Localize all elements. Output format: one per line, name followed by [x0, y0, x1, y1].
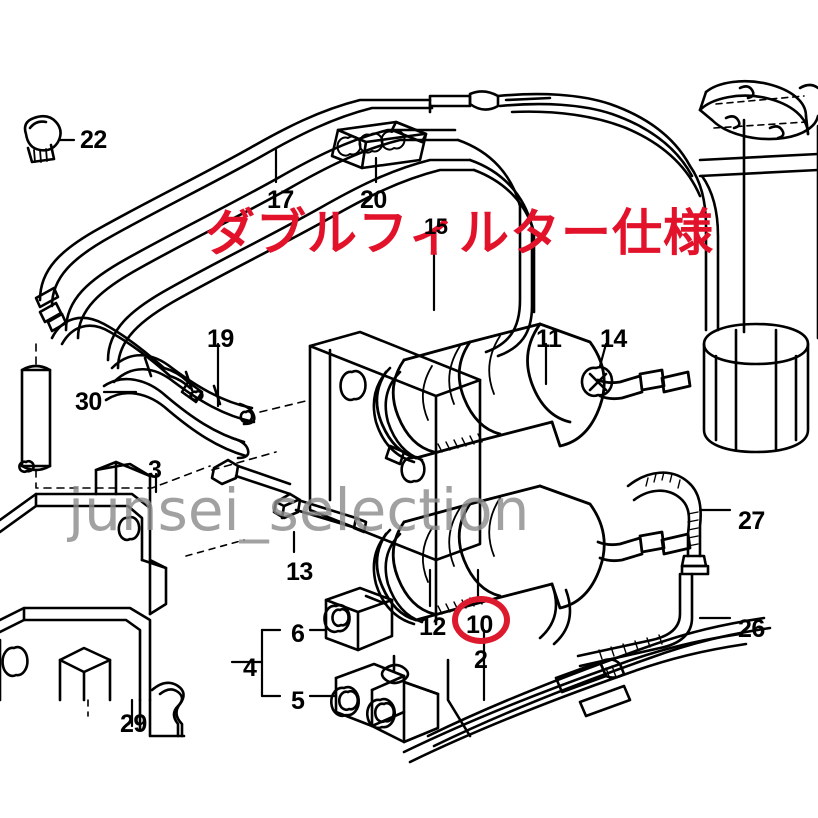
callout-14: 14 [600, 325, 627, 353]
callout-5: 5 [291, 687, 305, 715]
callout-6: 6 [291, 620, 305, 648]
callout-17: 17 [267, 186, 294, 214]
highlight-ellipse [452, 596, 510, 644]
callout-29: 29 [120, 710, 147, 738]
callout-15: 15 [424, 214, 448, 239]
japanese-annotation-text: ダブルフィルター仕様 [205, 204, 714, 262]
callout-26: 26 [738, 615, 765, 643]
callout-22: 22 [80, 126, 107, 154]
callout-10: 10 [466, 611, 493, 639]
callout-27: 27 [738, 507, 765, 535]
watermark-text: junsei_selection [68, 476, 530, 544]
callout-20: 20 [360, 186, 387, 214]
callout-19: 19 [207, 325, 234, 353]
callout-13: 13 [286, 558, 313, 586]
callout-11: 11 [536, 325, 562, 353]
callout-3: 3 [148, 456, 162, 484]
callout-30: 30 [75, 388, 102, 416]
callout-12: 12 [419, 613, 446, 641]
callout-4: 4 [243, 654, 257, 682]
callout-2: 2 [474, 646, 488, 674]
